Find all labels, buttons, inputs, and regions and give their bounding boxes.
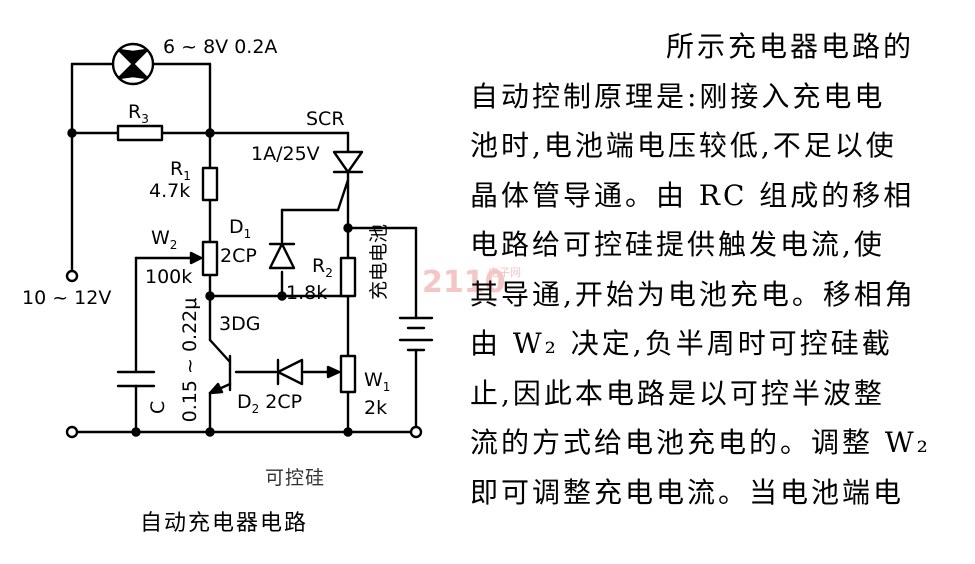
paragraph-line: 由 W₂ 决定,负半周时可控硅截: [470, 327, 893, 360]
capacitor-c: [116, 370, 156, 388]
diode-d1: [268, 242, 296, 270]
paragraph: 所示充电器电路的 自动控制原理是:刚接入充电电 池时,电池端电压较低,不足以使 …: [470, 22, 950, 517]
r2-value: 1.8k: [286, 282, 327, 304]
transistor-3dg: [208, 338, 232, 395]
diagram-subcaption: 可控硅: [265, 467, 326, 489]
paragraph-line: 晶体管导通。由 RC 组成的移相: [470, 178, 915, 212]
d1-type: 2CP: [220, 245, 257, 267]
watermark-text: 电子网: [488, 266, 521, 279]
paragraph-line: 池时,电池端电压较低,不足以使: [470, 129, 897, 162]
r3-label: R3: [128, 101, 149, 126]
diagram-caption: 自动充电器电路: [140, 511, 309, 536]
paragraph-line: 即可调整充电电流。当电池端电: [470, 475, 905, 509]
potentiometer-w1: [326, 354, 357, 394]
w1-label: W1: [364, 369, 390, 394]
battery-symbol: [398, 316, 434, 352]
transistor-label: 3DG: [219, 313, 260, 335]
input-terminal-top: [65, 269, 79, 283]
resistor-r2: [339, 256, 357, 298]
resistor-r3: [116, 124, 164, 142]
paragraph-line: 电路给可控硅提供触发电流,使: [470, 228, 885, 261]
scr-rating-label: 1A/25V: [251, 143, 320, 165]
capacitor-letter: C: [147, 401, 169, 414]
resistor-r1: [201, 166, 219, 202]
lamp-label: 6 ~ 8V 0.2A: [163, 36, 277, 58]
scr-symbol: [332, 150, 364, 212]
paragraph-line: 其导通,开始为电池充电。移相角: [470, 277, 916, 311]
output-terminal-bottom: [409, 425, 423, 439]
r1-label: R1: [170, 158, 191, 183]
scr-label: SCR: [306, 108, 345, 130]
diode-d2: [276, 358, 304, 386]
w2-label: W2: [151, 227, 177, 252]
paragraph-line: 流的方式给电池充电的。调整 W₂: [470, 426, 931, 459]
paragraph-line: 自动控制原理是:刚接入充电电: [470, 79, 886, 113]
d1-label: D1: [229, 216, 251, 241]
w1-value: 2k: [364, 397, 387, 419]
lamp-symbol: [111, 42, 155, 86]
paragraph-line: 所示充电器电路的: [666, 30, 915, 63]
junction-dots: [67, 128, 353, 437]
r2-label: R2: [312, 255, 333, 280]
input-terminal-bottom: [65, 425, 79, 439]
w2-value: 100k: [145, 266, 192, 288]
paragraph-line: 止,因此本电路是以可控半波整: [470, 376, 885, 410]
input-voltage-label: 10 ~ 12V: [22, 287, 111, 309]
battery-label: 充电电池: [368, 224, 390, 300]
r1-value: 4.7k: [149, 180, 190, 202]
potentiometer-w2: [189, 240, 219, 277]
watermark-number: 2110: [422, 265, 506, 300]
capacitor-value: 0.15 ~ 0.22μ: [179, 298, 201, 423]
